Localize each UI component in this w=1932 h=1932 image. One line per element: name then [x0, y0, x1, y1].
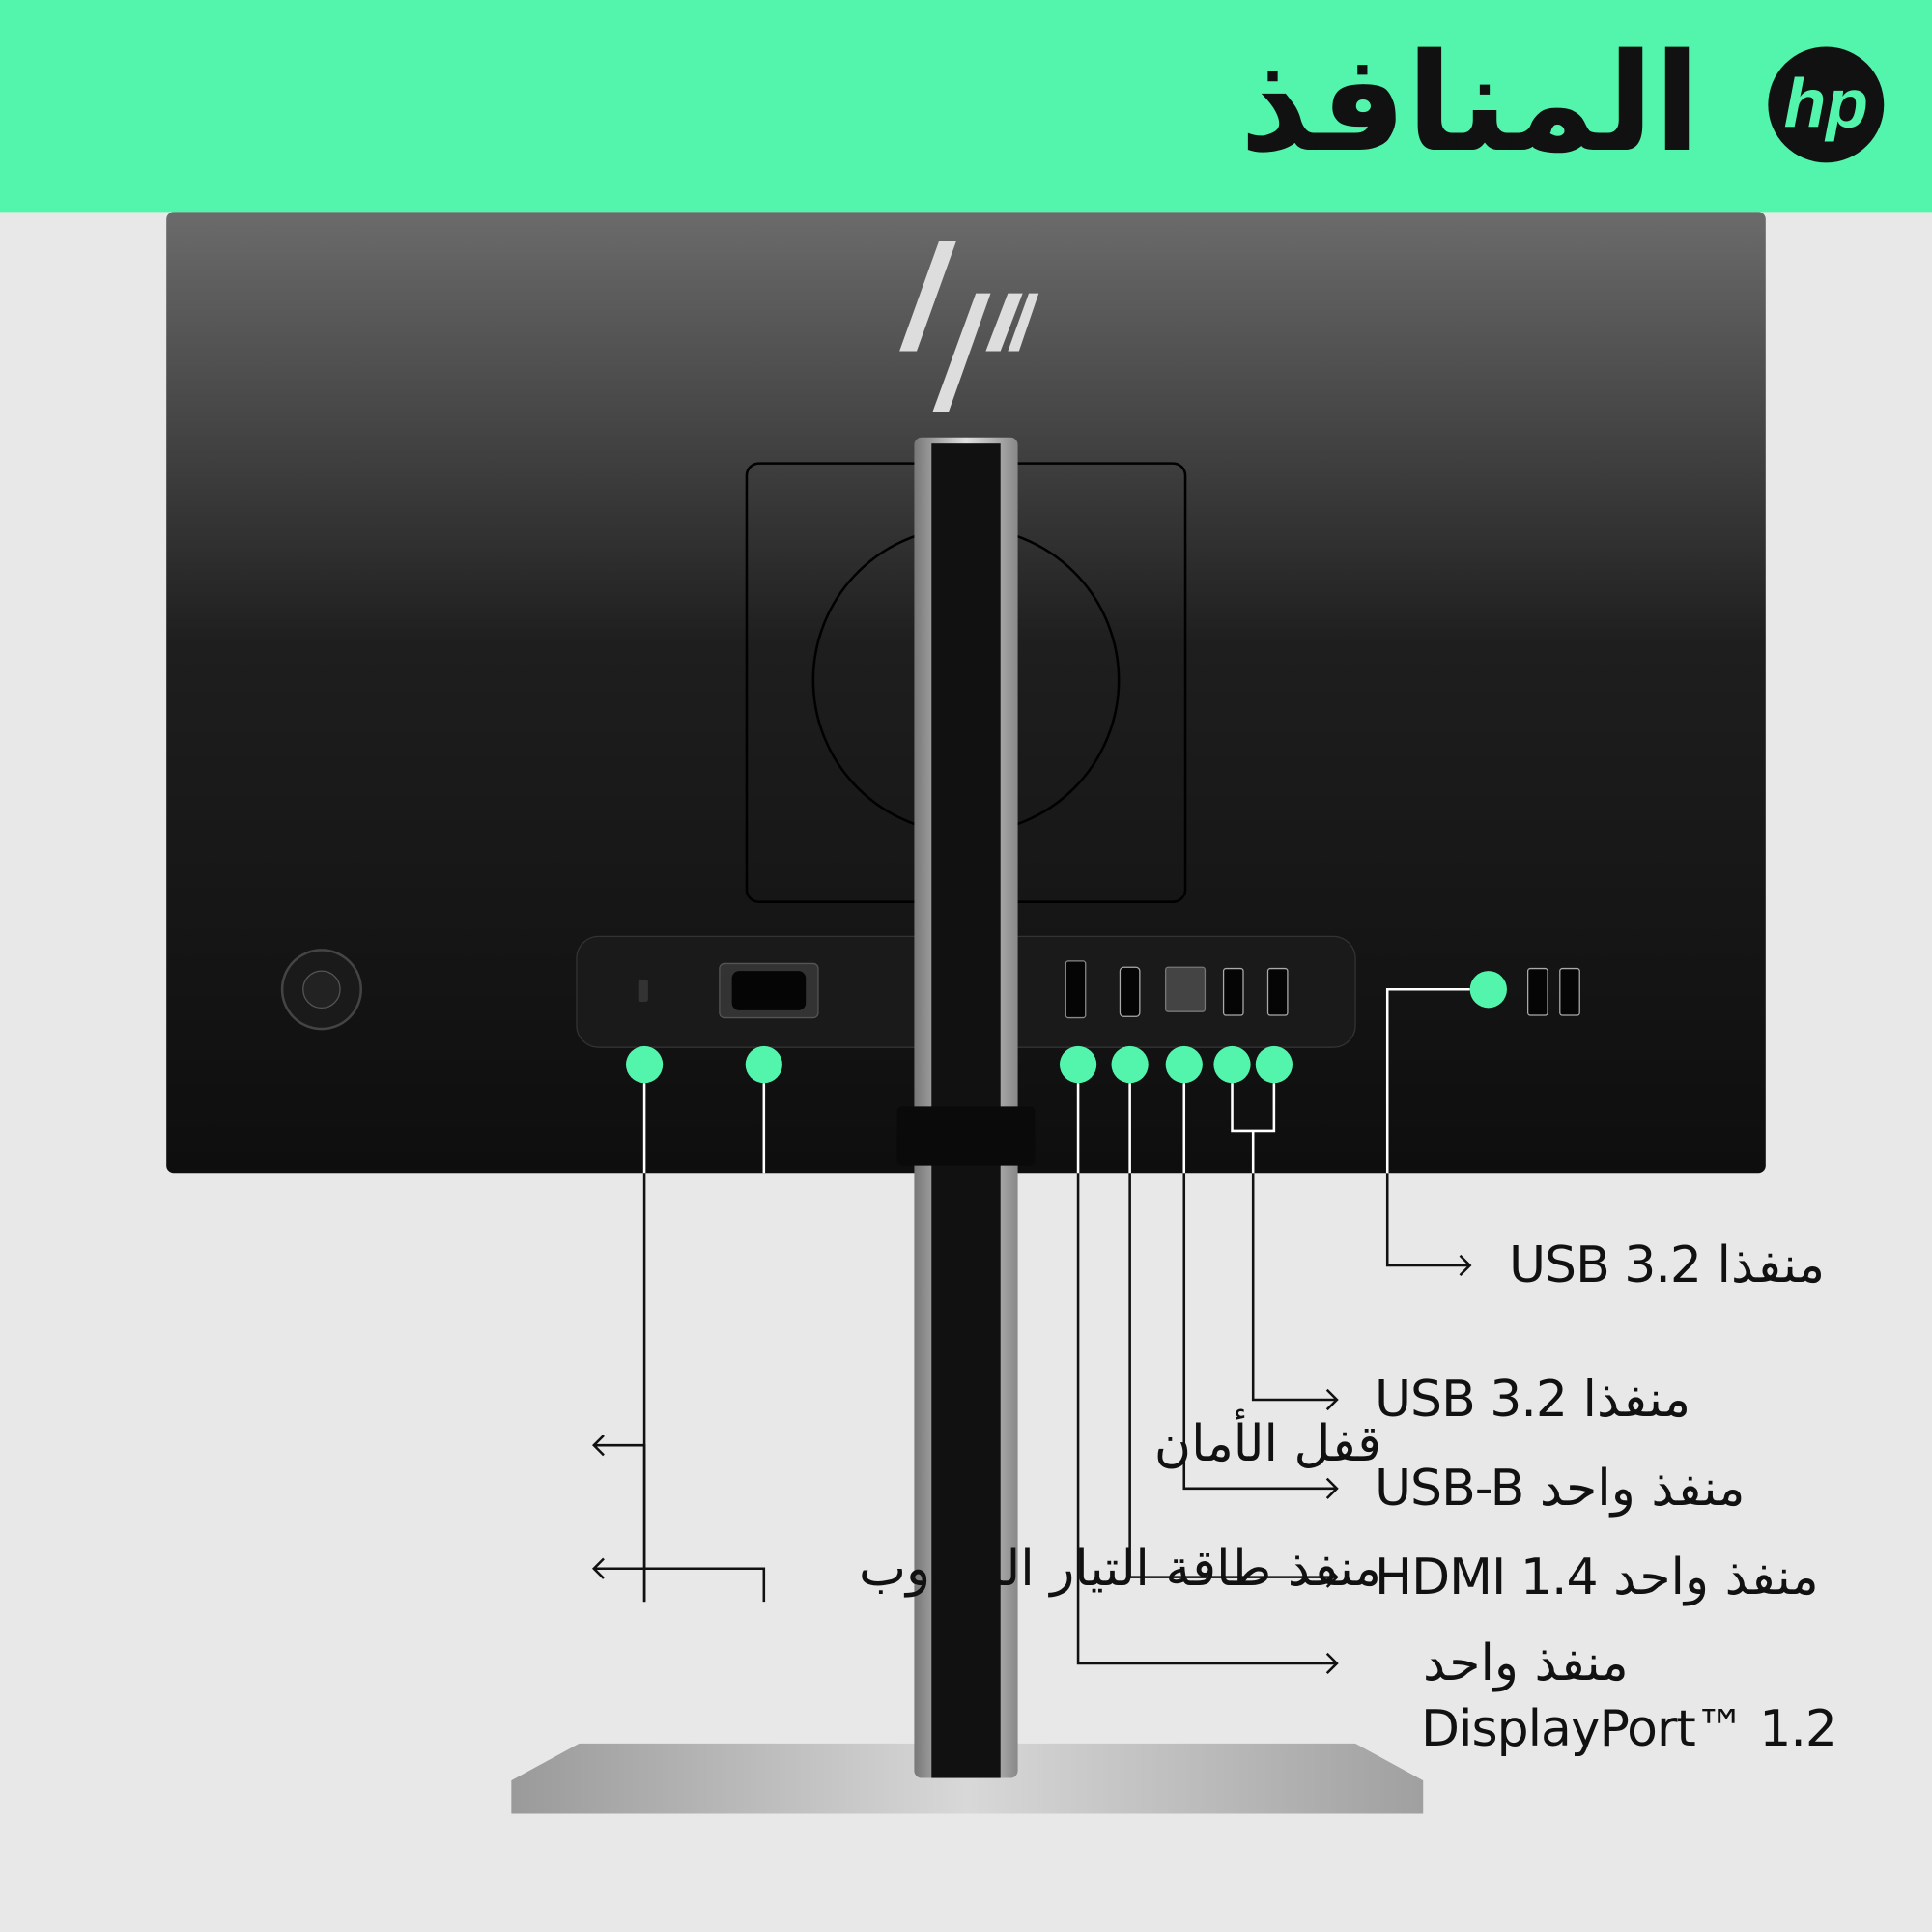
svg-text:hp: hp: [1784, 65, 1868, 142]
usb-icon: [1266, 967, 1289, 1016]
label-usb-b: منفذ واحد USB-B: [1375, 1460, 1747, 1518]
callout-dots: [625, 971, 1507, 1084]
label-usb-rear: منفذا USB 3.2: [1375, 1371, 1691, 1429]
hdmi-icon: [1119, 966, 1141, 1017]
usb-icon: [1526, 967, 1548, 1016]
hp-monitor-logo-icon: [899, 242, 1039, 412]
label-displayport-line1: منفذ واحد: [1423, 1634, 1630, 1692]
label-usb-side: منفذا USB 3.2: [1509, 1236, 1826, 1294]
hp-logo-icon: hp: [1768, 46, 1885, 163]
label-security-lock: قفل الأمان: [1153, 1415, 1382, 1473]
page-title: المنافذ: [1239, 25, 1700, 183]
label-displayport-line2: DisplayPort™ 1.2: [1421, 1700, 1837, 1758]
usb-charging-icon: [1559, 967, 1580, 1016]
displayport-icon: [1065, 960, 1087, 1019]
usb-icon: [1222, 967, 1244, 1016]
stand-base: [511, 1743, 1424, 1814]
cable-clip: [896, 1106, 1036, 1166]
usb-b-icon: [1164, 966, 1207, 1012]
lock-icon: [638, 980, 648, 1002]
header-bar: [0, 0, 1932, 213]
label-hdmi: منفذ واحد HDMI 1.4: [1375, 1548, 1820, 1606]
callout-lines: [591, 987, 1472, 1675]
label-ac-power: منفذ طاقة التيار المتناوب: [859, 1540, 1382, 1598]
